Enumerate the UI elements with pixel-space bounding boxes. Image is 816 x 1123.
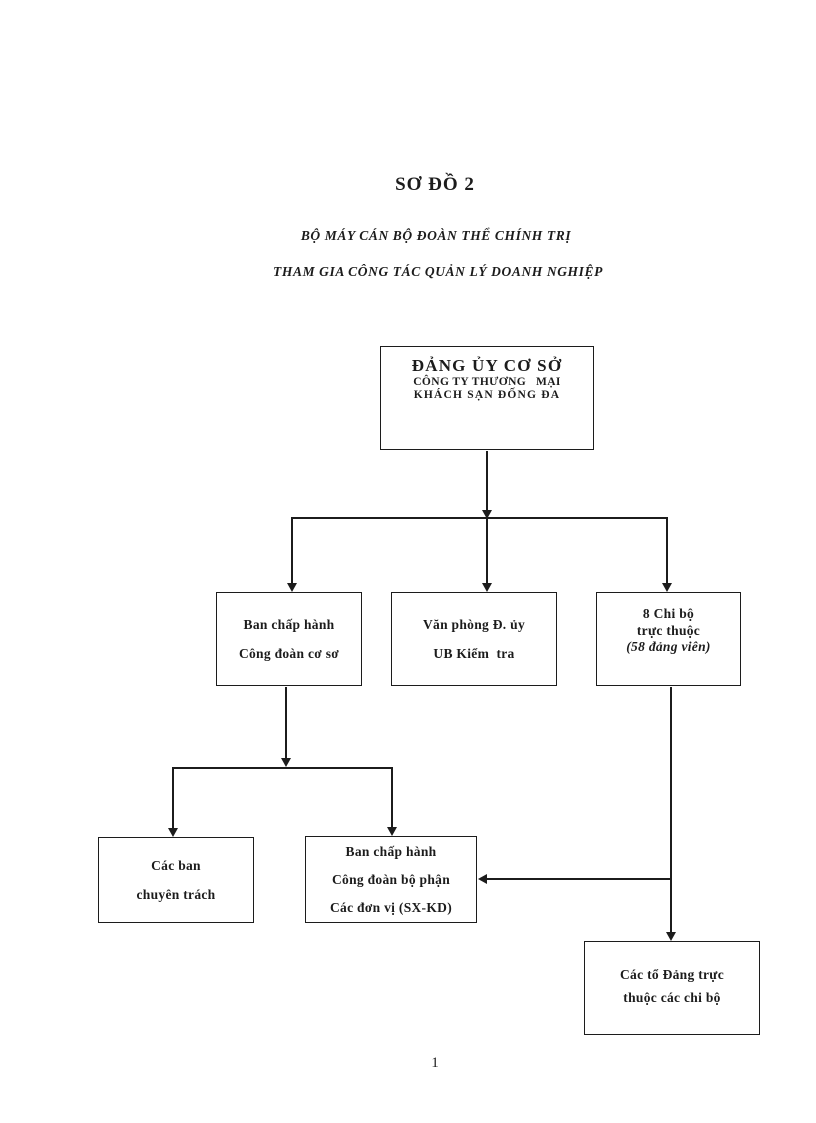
node-8-chi-bo-truc-thuoc: 8 Chi bộ trực thuộc (58 đảng viên) (596, 592, 741, 686)
node-line: Các tổ Đảng trực (620, 967, 724, 982)
node-van-phong-dang-uy-ub-kiem-tra: Văn phòng Đ. ủy UB Kiểm tra (391, 592, 557, 686)
connector-line (285, 687, 287, 759)
connector-line (666, 518, 668, 584)
node-line: Ban chấp hành (243, 616, 335, 632)
node-dang-uy-co-so: ĐẢNG ỦY CƠ SỞ CÔNG TY THƯƠNG MẠI KHÁCH S… (380, 346, 594, 450)
subtitle-line-2: THAM GIA CÔNG TÁC QUẢN LÝ DOANH NGHIỆP (273, 264, 603, 279)
arrowhead-down-icon (666, 932, 676, 941)
arrowhead-down-icon (482, 510, 492, 519)
connector-line (670, 687, 672, 933)
node-line: 8 Chi bộ (642, 606, 695, 621)
connector-line (172, 768, 174, 829)
arrowhead-down-icon (168, 828, 178, 837)
node-ban-chap-hanh-cong-doan-co-so: Ban chấp hành Công đoàn cơ sơ (216, 592, 362, 686)
connector-line (486, 518, 488, 584)
node-line: (58 đảng viên) (626, 639, 711, 654)
node-cac-ban-chuyen-trach: Các ban chuyên trách (98, 837, 254, 923)
page-number: 1 (431, 1055, 439, 1071)
node-line: CÔNG TY THƯƠNG MẠI (413, 376, 561, 388)
arrowhead-down-icon (287, 583, 297, 592)
node-line: Các ban (151, 857, 201, 873)
arrowhead-down-icon (662, 583, 672, 592)
connector-line (291, 518, 293, 584)
connector-line (291, 517, 668, 519)
node-line: Ban chấp hành (345, 843, 437, 859)
arrowhead-down-icon (281, 758, 291, 767)
subtitle-line-1: BỘ MÁY CÁN BỘ ĐOÀN THỂ CHÍNH TRỊ (300, 228, 572, 243)
node-line: chuyên trách (136, 886, 216, 902)
node-line: Công đoàn cơ sơ (238, 645, 340, 661)
connector-line (486, 451, 488, 511)
node-line: UB Kiểm tra (433, 645, 515, 661)
page-title: SƠ ĐỒ 2 (395, 174, 475, 195)
node-ban-chap-hanh-cong-doan-bo-phan: Ban chấp hành Công đoàn bộ phận Các đơn … (305, 836, 477, 923)
node-line: thuộc các chi bộ (623, 990, 721, 1005)
node-cac-to-dang-truc-thuoc: Các tổ Đảng trực thuộc các chi bộ (584, 941, 760, 1035)
node-line: ĐẢNG ỦY CƠ SỞ (411, 356, 563, 375)
connector-line (172, 767, 393, 769)
node-line: Văn phòng Đ. ủy (422, 616, 526, 632)
node-line: Công đoàn bộ phận (331, 871, 451, 887)
arrowhead-left-icon (478, 874, 487, 884)
node-line: Các đơn vị (SX-KD) (329, 899, 452, 915)
connector-line (391, 768, 393, 828)
connector-line (486, 878, 672, 880)
node-line: trực thuộc (636, 622, 701, 638)
node-line: KHÁCH SẠN ĐỐNG ĐA (413, 389, 561, 401)
arrowhead-down-icon (387, 827, 397, 836)
arrowhead-down-icon (482, 583, 492, 592)
